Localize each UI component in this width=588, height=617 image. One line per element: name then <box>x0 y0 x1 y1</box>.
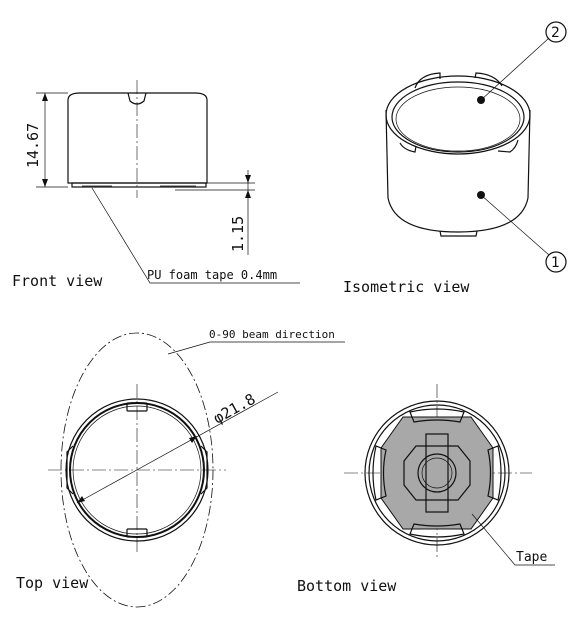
top-view: φ21.8 0-90 beam direction Top view <box>16 328 345 608</box>
diameter-dimension: φ21.8 <box>210 390 258 428</box>
beam-direction-note: 0-90 beam direction <box>209 328 335 341</box>
front-view: 14.67 1.15 PU foam tape 0.4mm Front view <box>12 80 300 290</box>
height-dimension: 14.67 <box>24 123 42 168</box>
front-view-title: Front view <box>12 272 103 290</box>
tape-area <box>380 416 494 530</box>
isometric-view-title: Isometric view <box>343 278 470 296</box>
bottom-view: Tape Bottom view <box>297 384 555 595</box>
top-view-title: Top view <box>16 574 89 592</box>
isometric-view: 2 1 Isometric view <box>343 21 567 296</box>
bottom-view-title: Bottom view <box>297 577 397 595</box>
callout-1: 1 <box>551 255 560 271</box>
tape-note: PU foam tape 0.4mm <box>147 268 277 282</box>
tape-thickness-dimension: 1.15 <box>229 216 247 252</box>
callout-2: 2 <box>551 25 560 41</box>
tape-label: Tape <box>516 550 547 565</box>
